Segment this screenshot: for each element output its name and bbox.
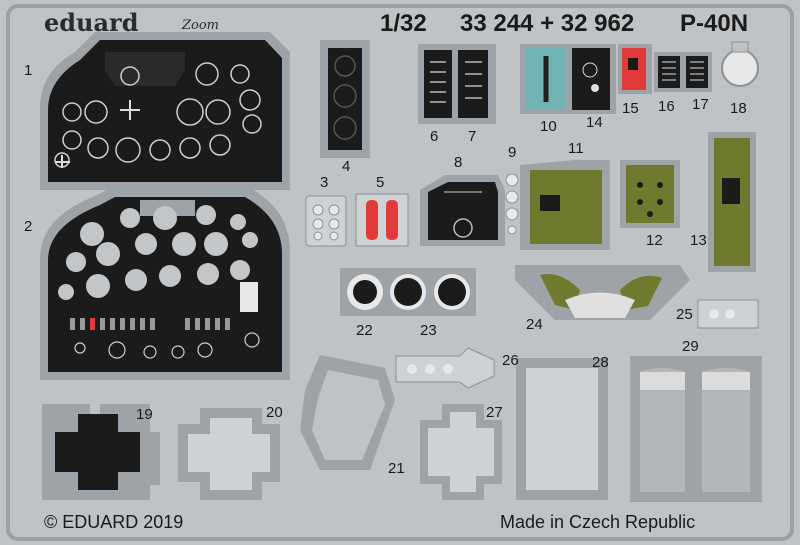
- part-number-3: 3: [320, 174, 329, 191]
- part-number-2: 2: [24, 218, 33, 235]
- part-number-19: 19: [136, 406, 153, 423]
- part-number-28: 28: [592, 354, 609, 371]
- part-29: [630, 356, 762, 502]
- part-number-7: 7: [468, 128, 477, 145]
- part-12: [620, 160, 680, 228]
- part-1-instrument-panel: [40, 32, 290, 190]
- part-number-10: 10: [540, 118, 557, 135]
- part-number-12: 12: [646, 232, 663, 249]
- product-codes: 33 244 + 32 962: [460, 10, 635, 37]
- fret-border: [6, 4, 794, 541]
- brand-name: eduard: [44, 8, 139, 37]
- part-number-1: 1: [24, 62, 33, 79]
- part-6-7: [418, 44, 496, 124]
- part-number-25: 25: [676, 306, 693, 323]
- part-15: [618, 44, 652, 94]
- part-13: [708, 132, 756, 272]
- part-16-17: [654, 52, 712, 92]
- part-22-23: [340, 268, 476, 316]
- part-26: [395, 347, 495, 389]
- part-number-24: 24: [526, 316, 543, 333]
- part-number-23: 23: [420, 322, 437, 339]
- part-5: [355, 193, 409, 247]
- part-18: [721, 41, 759, 87]
- part-number-21: 21: [388, 460, 405, 477]
- part-number-26: 26: [502, 352, 519, 369]
- part-9: [505, 173, 519, 235]
- part-4: [320, 40, 370, 158]
- part-11: [520, 160, 610, 250]
- part-number-29: 29: [682, 338, 699, 355]
- part-number-5: 5: [376, 174, 385, 191]
- copyright: © EDUARD 2019: [44, 512, 184, 532]
- part-number-22: 22: [356, 322, 373, 339]
- part-8: [420, 175, 505, 246]
- part-3: [305, 195, 347, 247]
- part-28: [516, 358, 608, 500]
- part-24: [515, 265, 690, 320]
- origin-label: Made in Czech Republic: [500, 512, 696, 532]
- part-2-instrument-panel: [40, 188, 290, 380]
- part-number-20: 20: [266, 404, 283, 421]
- part-number-11: 11: [568, 140, 584, 157]
- part-number-4: 4: [342, 158, 351, 175]
- part-19: [42, 404, 160, 500]
- part-number-13: 13: [690, 232, 707, 249]
- part-number-16: 16: [658, 98, 675, 115]
- part-number-8: 8: [454, 154, 463, 171]
- part-number-17: 17: [692, 96, 709, 113]
- model-label: P-40N: [680, 10, 749, 37]
- part-number-9: 9: [508, 144, 517, 161]
- part-27: [420, 404, 502, 500]
- part-number-14: 14: [586, 114, 603, 131]
- brand-zoom-logo: Zoom: [182, 18, 220, 33]
- scale-label: 1/32: [380, 10, 427, 37]
- part-number-27: 27: [486, 404, 503, 421]
- part-10-14: [520, 44, 616, 114]
- part-21: [300, 355, 395, 470]
- part-number-15: 15: [622, 100, 639, 117]
- part-20: [178, 408, 280, 500]
- part-number-6: 6: [430, 128, 439, 145]
- part-number-18: 18: [730, 100, 747, 117]
- part-25: [697, 299, 759, 329]
